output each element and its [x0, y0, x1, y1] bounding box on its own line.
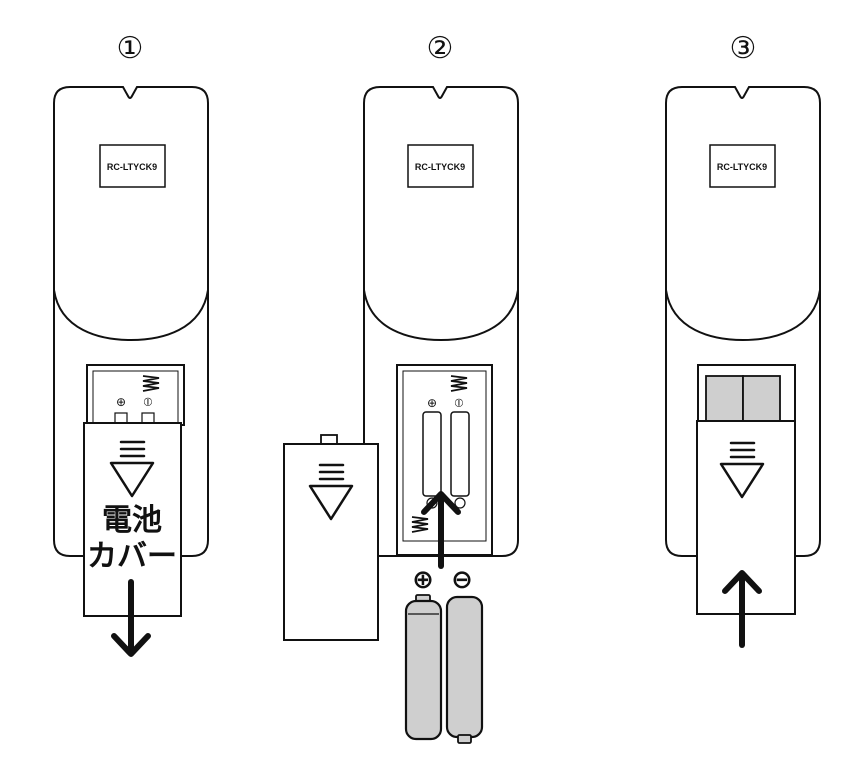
step-1-upper-panel-curve — [53, 289, 209, 342]
step-3: ③ RC-LTYCK9 — [665, 31, 821, 648]
step-2-bottom-spring-icon — [411, 516, 429, 533]
step-2-slot-left — [422, 411, 442, 497]
step-1-grip-lines-icon — [119, 440, 146, 458]
step-1-triangle-down-icon — [109, 461, 155, 498]
step-2-grip-lines-icon — [318, 463, 345, 481]
battery-minus-mark: ⊖ — [451, 565, 473, 595]
step-1-cover-label-line2: カバー — [87, 539, 177, 574]
step-3-triangle-down-icon — [719, 462, 765, 499]
step-2-spring-icon — [450, 375, 468, 392]
step-2-model-label: RC-LTYCK9 — [415, 162, 465, 172]
step-3-installed-battery-left — [705, 375, 744, 425]
step-2-up-arrow-icon — [421, 491, 461, 569]
aaa-battery-left — [404, 594, 443, 741]
step-3-grip-lines-icon — [729, 441, 756, 459]
step-2-removed-cover — [283, 443, 379, 641]
step-1-down-arrow-icon — [111, 579, 151, 657]
step-2-minus-mark: ⦶ — [455, 396, 464, 410]
step-1-plus-mark: ⊕ — [116, 395, 126, 409]
step-1-model-label-box — [99, 144, 166, 188]
step-3-model-label: RC-LTYCK9 — [717, 162, 767, 172]
step-2-number: ② — [427, 31, 454, 66]
battery-plus-mark: ⊕ — [412, 565, 434, 595]
step-3-battery-cover — [696, 420, 796, 615]
step-2-battery-compartment — [396, 364, 493, 556]
step-3-model-label-box — [709, 144, 776, 188]
step-2-upper-panel-curve — [363, 289, 519, 342]
aaa-battery-right — [445, 595, 484, 744]
step-2-triangle-down-icon — [308, 484, 354, 521]
step-1-cover-label-line1: 電池 — [102, 503, 162, 538]
step-3-up-arrow-icon — [722, 570, 762, 648]
step-1-model-label: RC-LTYCK9 — [107, 162, 157, 172]
step-1: ① RC-LTYCK9 ⊕ ⦶ 電池 カバー — [53, 31, 209, 657]
step-2-plus-mark: ⊕ — [427, 396, 437, 410]
step-2-slot-right — [450, 411, 470, 497]
step-3-number: ③ — [730, 31, 757, 66]
step-1-number: ① — [117, 31, 144, 66]
step-3-upper-panel-curve — [665, 289, 821, 342]
step-3-installed-battery-right — [742, 375, 781, 425]
step-1-battery-compartment — [86, 364, 185, 426]
step-2: ② RC-LTYCK9 ⊕ ⦶ ⊕ ⊖ — [283, 31, 519, 744]
step-1-spring-icon — [142, 375, 160, 392]
step-2-model-label-box — [407, 144, 474, 188]
step-1-minus-mark: ⦶ — [144, 395, 153, 409]
